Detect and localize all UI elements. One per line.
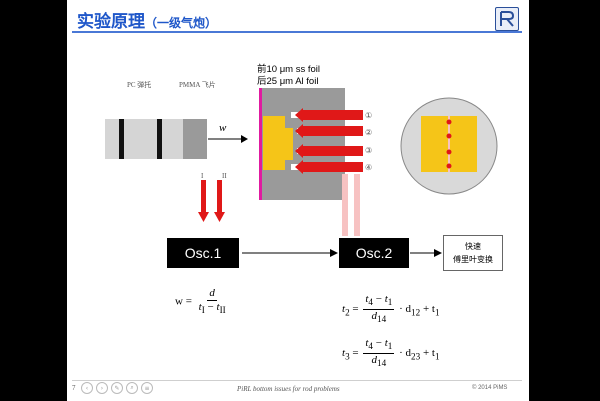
pc-holder-label: PC 弹托 xyxy=(127,81,152,89)
menu-icon[interactable]: ≡ xyxy=(141,382,153,394)
probe-2-label: II xyxy=(222,172,227,180)
fft-arrow xyxy=(410,249,442,257)
slide-nav: ‹ › ✎ ⌕ ≡ xyxy=(81,382,153,394)
fft-box: 快速 傅里叶变换 xyxy=(443,235,503,271)
probe-num-4: ④ xyxy=(365,163,373,172)
velocity-probes xyxy=(198,180,225,222)
footer-copyright: © 2014 PiMS xyxy=(472,385,508,391)
fiber-bundle xyxy=(342,174,360,236)
holder-band-2 xyxy=(157,119,162,159)
foil-ss-label: 前10 μm ss foil xyxy=(257,64,321,75)
velocity-arrow xyxy=(208,135,248,143)
footer-text: PiRL bottom issues for rod problems xyxy=(237,385,340,393)
chevron-right-icon[interactable]: › xyxy=(96,382,108,394)
pc-holder xyxy=(105,119,183,159)
probe-num-2: ② xyxy=(365,128,373,137)
footer-divider xyxy=(72,380,522,381)
probe-1 xyxy=(201,180,206,214)
title-divider xyxy=(72,31,522,33)
sample-cross-section xyxy=(400,97,498,195)
fft-line-2: 傅里叶变换 xyxy=(453,255,493,264)
probe-num-1: ① xyxy=(365,111,373,120)
chevron-left-icon[interactable]: ‹ xyxy=(81,382,93,394)
page-title: 实验原理（一级气炮） xyxy=(77,7,217,32)
foil-al-label: 后25 μm Al foil xyxy=(257,76,319,87)
institution-logo xyxy=(495,7,519,31)
holder-band-1 xyxy=(119,119,124,159)
search-icon[interactable]: ⌕ xyxy=(126,382,138,394)
title-subtitle: （一级气炮） xyxy=(145,16,218,30)
pdv-probe-2 xyxy=(303,126,363,136)
title-main: 实验原理 xyxy=(77,12,145,31)
page-number: 7 xyxy=(72,384,76,392)
probe-num-3: ③ xyxy=(365,146,373,155)
osc-link-arrow xyxy=(242,249,338,257)
projectile xyxy=(105,119,207,159)
osc1-box: Osc.1 xyxy=(167,238,239,268)
equation-velocity: w = d tI − tII xyxy=(175,287,226,316)
probe-1-label: I xyxy=(201,172,204,180)
target-assembly xyxy=(259,88,363,200)
pmma-flyer xyxy=(183,119,207,159)
fft-line-1: 快速 xyxy=(465,242,481,251)
velocity-label: w xyxy=(219,122,227,134)
logo-icon xyxy=(500,11,515,27)
osc2-box: Osc.2 xyxy=(339,238,409,268)
pen-icon[interactable]: ✎ xyxy=(111,382,123,394)
sample-window xyxy=(263,116,293,170)
pdv-probe-4 xyxy=(303,162,363,172)
pdv-probe-3 xyxy=(303,146,363,156)
pdv-probe-1 xyxy=(303,110,363,120)
slide: 实验原理（一级气炮） PC 弹托 PMMA 飞片 w I II 前10 μm s… xyxy=(67,0,529,401)
probe-2 xyxy=(217,180,222,214)
magenta-foil xyxy=(259,88,262,200)
pmma-flyer-label: PMMA 飞片 xyxy=(179,81,216,89)
